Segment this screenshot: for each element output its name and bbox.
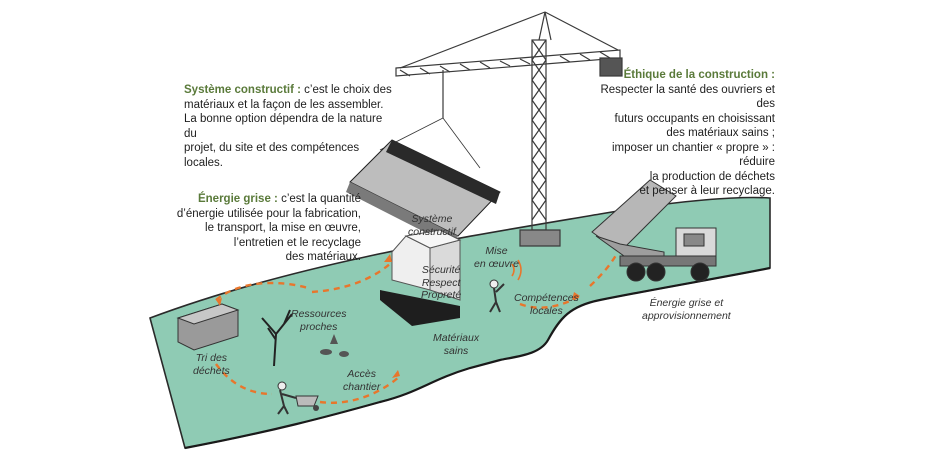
ethique-line-2: futurs occupants en choisissant	[614, 112, 775, 125]
ethique-line-3: des matériaux sains ;	[666, 127, 775, 139]
label-line: Mise	[485, 245, 508, 257]
energie-line-5: des matériaux.	[285, 251, 361, 263]
label-line: sains	[443, 344, 469, 357]
label-line: chantier	[343, 380, 381, 393]
ground-edge	[184, 266, 771, 450]
label-line: Système	[411, 213, 453, 225]
label-competences-locales: Compétences locales	[514, 292, 579, 317]
label-line: Respect	[421, 276, 461, 289]
radio-waves-icon	[511, 259, 522, 281]
ethique-line-5: la production de déchets	[649, 170, 775, 183]
label-line: déchets	[193, 364, 230, 377]
energie-grise-text: Énergie grise : c’est la quantité d’éner…	[156, 192, 361, 265]
hanging-roof	[346, 117, 501, 246]
energie-line-1: c’est la quantité	[281, 193, 361, 205]
label-tri-dechets: Tri des déchets	[193, 352, 230, 377]
label-line: Matériaux	[433, 332, 480, 344]
energie-line-3: le transport, la mise en œuvre,	[205, 222, 361, 234]
systeme-line-2: matériaux et la façon de les assembler.	[184, 98, 384, 111]
dump-truck	[591, 179, 717, 282]
label-systeme-constructif: Système constructif	[408, 213, 456, 238]
energie-line-2: d’énergie utilisée pour la fabrication,	[176, 207, 361, 220]
label-line: constructif	[408, 225, 456, 238]
systeme-heading: Système constructif :	[184, 84, 301, 96]
label-valeurs: Sécurité Respect Propreté	[421, 264, 461, 302]
label-mise-en-oeuvre: Mise en œuvre	[474, 245, 519, 270]
label-line: approvisionnement	[642, 309, 731, 322]
label-ressources-proches: Ressources proches	[291, 308, 346, 333]
ethique-heading: Éthique de la construction :	[623, 69, 775, 81]
label-line: Ressources	[291, 308, 347, 320]
label-line: Énergie grise et	[649, 297, 724, 309]
label-line: locales	[530, 304, 563, 317]
ethique-text: Éthique de la construction : Respecter l…	[585, 68, 775, 199]
systeme-constructif-text: Système constructif : c’est le choix des…	[184, 83, 394, 170]
tree	[261, 309, 293, 367]
label-line: Propreté	[421, 289, 462, 301]
tower-crane	[395, 11, 623, 247]
systeme-line-3: La bonne option dépendra de la nature du	[184, 113, 383, 140]
ethique-line-6: et penser à leur recyclage.	[639, 185, 775, 197]
ethique-line-4: imposer un chantier « propre » : réduire	[611, 141, 775, 169]
label-acces-chantier: Accès chantier	[343, 368, 380, 393]
arrow-heads	[216, 254, 580, 378]
label-line: Tri des	[195, 352, 228, 364]
label-line: en œuvre	[474, 257, 519, 270]
energie-heading: Énergie grise :	[197, 193, 278, 205]
systeme-line-4: projet, du site et des compétences local…	[184, 142, 360, 169]
label-line: Sécurité	[421, 264, 461, 276]
label-energie-approvisionnement: Énergie grise et approvisionnement	[642, 297, 731, 322]
systeme-line-1: c’est le choix des	[304, 84, 392, 96]
energie-line-4: l’entretien et le recyclage	[233, 236, 361, 249]
worker-figure	[489, 279, 505, 313]
house	[380, 229, 462, 326]
ethique-line-1: Respecter la santé des ouvriers et des	[600, 83, 775, 111]
label-line: Accès	[347, 368, 376, 380]
waste-skip	[176, 303, 240, 351]
flow-arrows	[215, 251, 620, 404]
resource-items	[320, 334, 349, 357]
label-materiaux-sains: Matériaux sains	[433, 332, 479, 357]
label-line: proches	[300, 320, 338, 333]
label-line: Compétences	[514, 292, 579, 304]
worker-wheelbarrow	[277, 381, 319, 415]
